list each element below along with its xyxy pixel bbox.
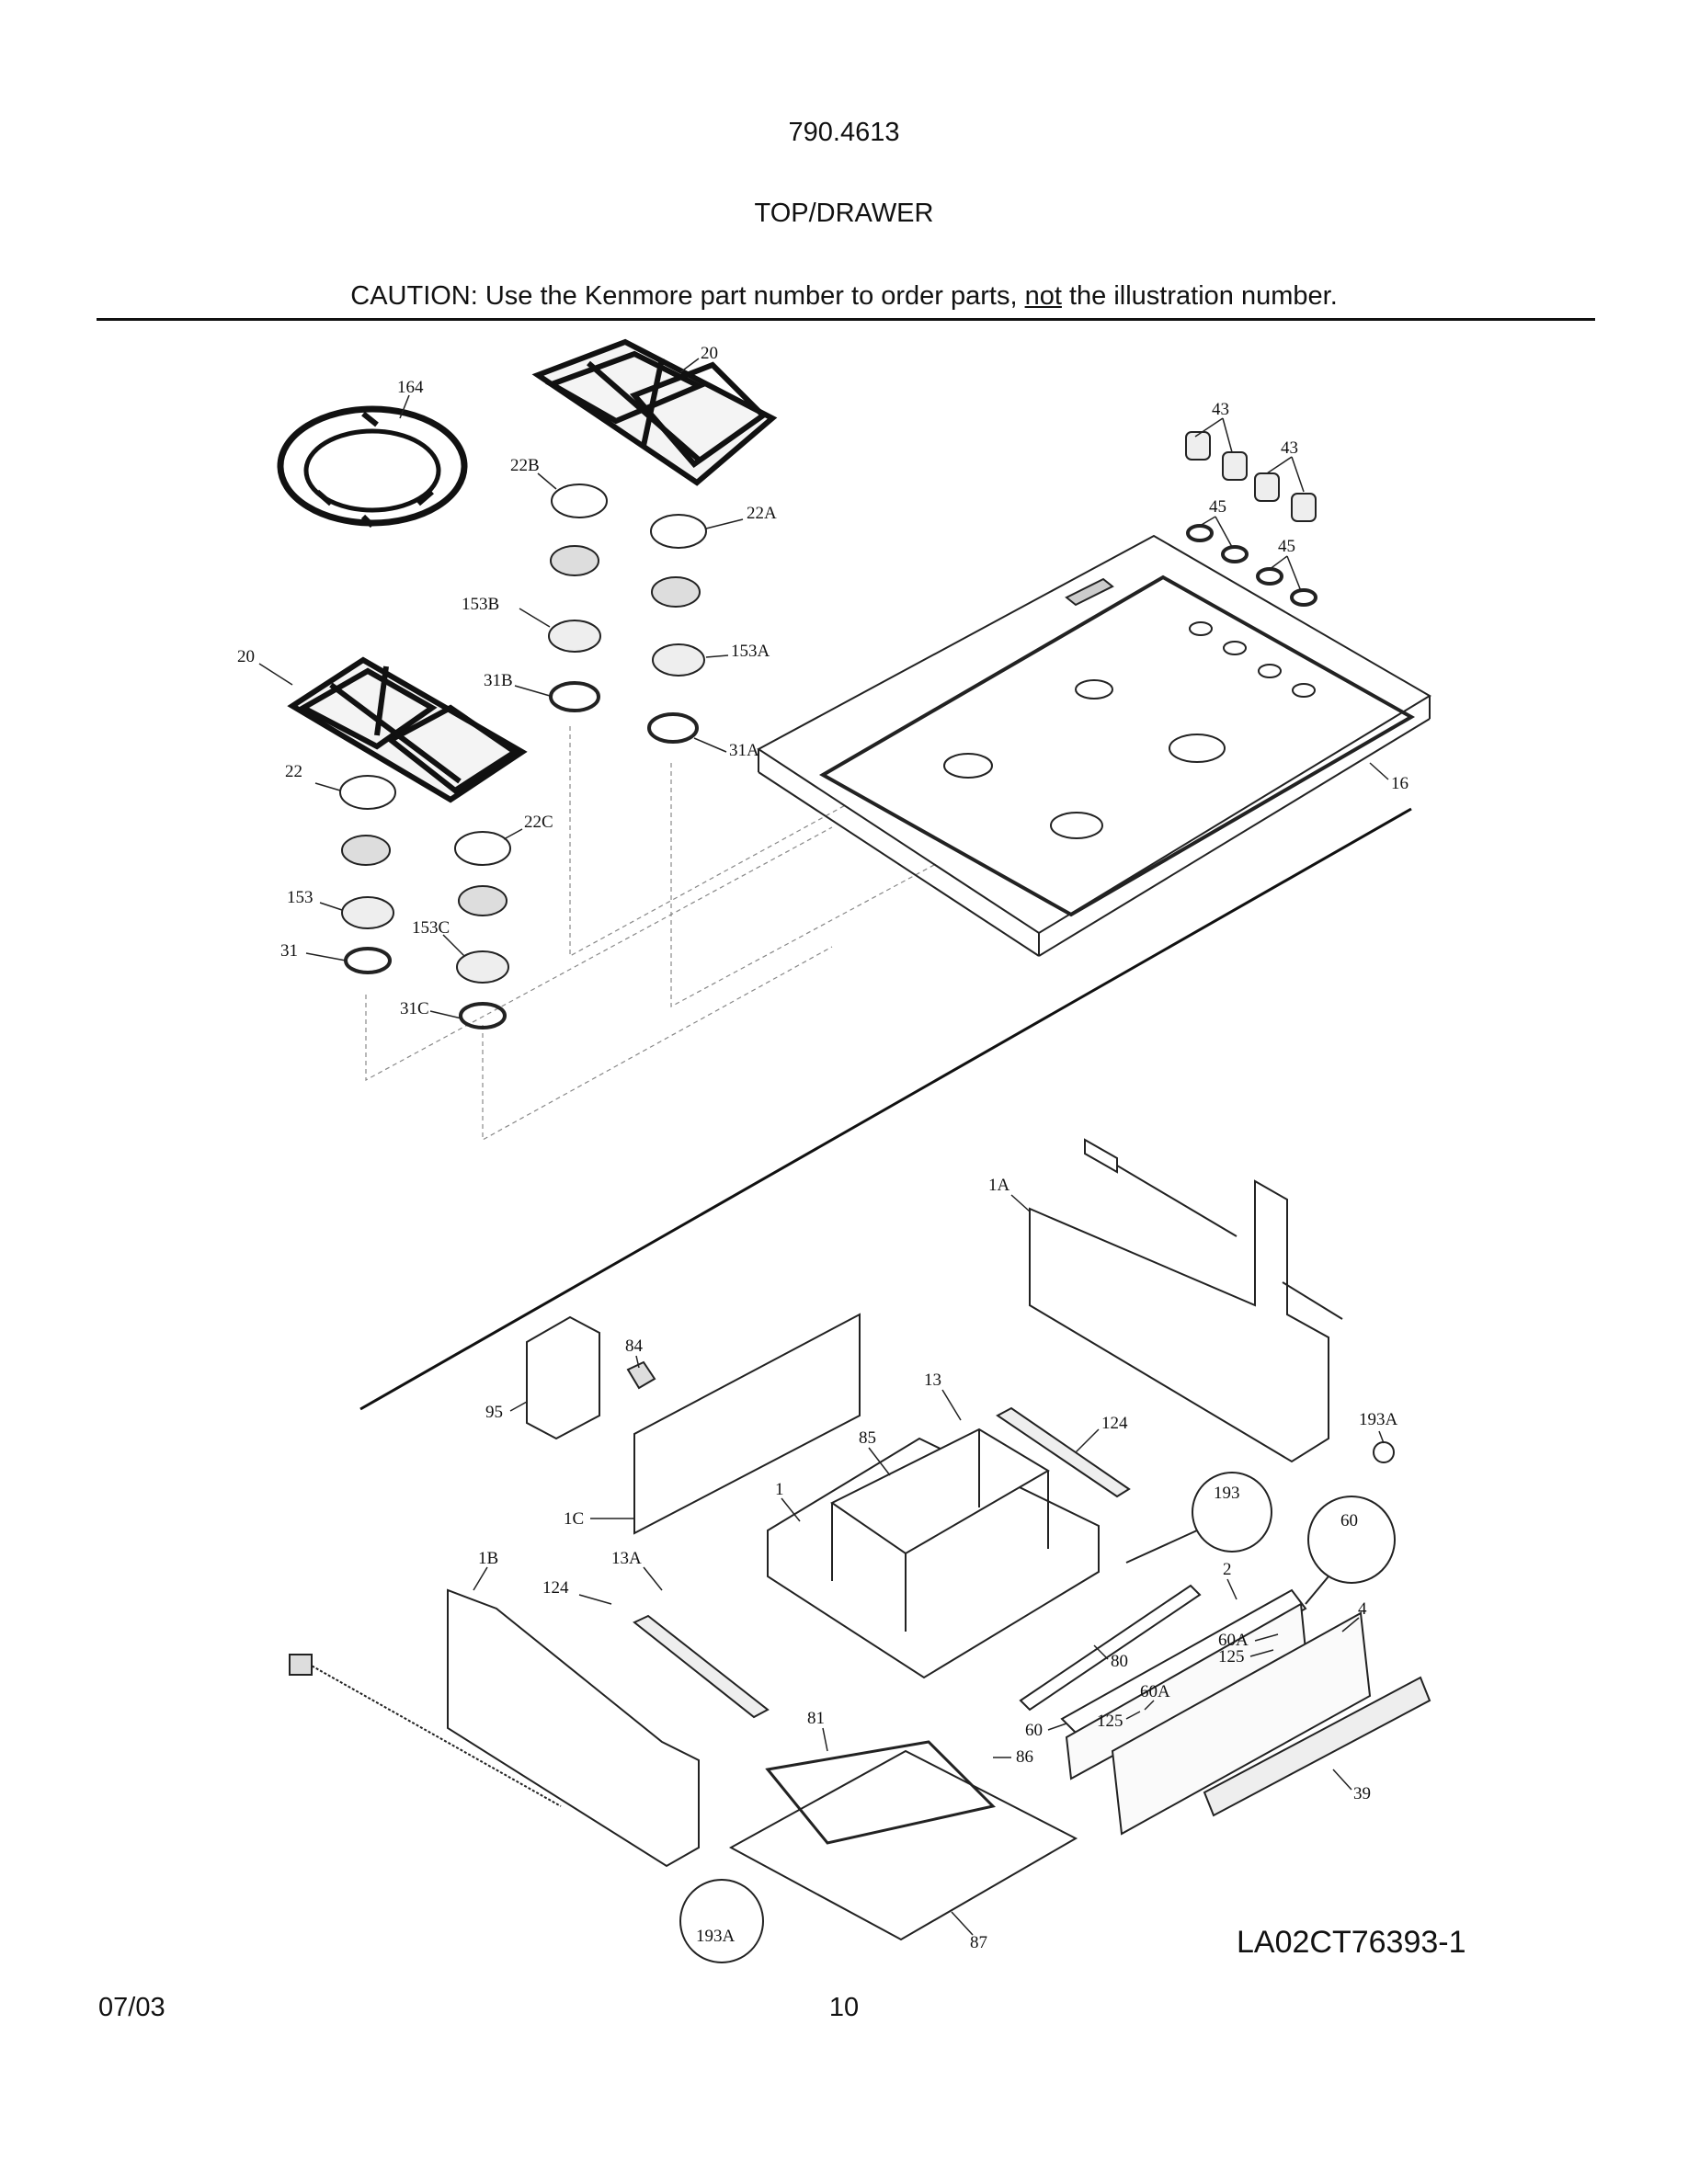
callout-153B: 153B	[462, 595, 499, 614]
burner-grate-20-left	[287, 656, 528, 803]
burner-grate-20-top	[531, 338, 778, 486]
callout-22C: 22C	[524, 813, 553, 832]
callout-84: 84	[625, 1337, 644, 1356]
caution-note: CAUTION: Use the Kenmore part number to …	[0, 281, 1688, 312]
heat-shield-87	[728, 1740, 1078, 1941]
control-knobs-43	[1185, 431, 1317, 522]
callout-193A-lower: 193A	[696, 1927, 736, 1946]
callout-193: 193	[1214, 1484, 1240, 1503]
callout-45-right: 45	[1278, 537, 1295, 556]
callout-60-circle: 60	[1340, 1511, 1358, 1530]
callout-124-lower: 124	[542, 1578, 569, 1598]
side-panel-1C	[633, 1313, 861, 1535]
callout-22A: 22A	[747, 504, 777, 523]
side-panel-1B	[289, 1588, 700, 1868]
module-84	[626, 1360, 656, 1390]
callout-153C: 153C	[412, 918, 450, 938]
callout-43-left: 43	[1212, 400, 1229, 419]
callout-1: 1	[775, 1480, 784, 1499]
callout-31A: 31A	[729, 741, 759, 760]
callout-31C: 31C	[400, 999, 429, 1018]
caution-emphasis: not	[1024, 281, 1062, 311]
callout-labels: 164 20 22B 22A 153B 153A 31B 31A 20 22 2…	[237, 344, 1409, 1952]
callout-164: 164	[397, 378, 424, 397]
callout-22B: 22B	[510, 456, 540, 475]
caution-text: CAUTION: Use the Kenmore part number to …	[350, 281, 1025, 311]
back-panel-1A	[1029, 1138, 1343, 1463]
callout-95: 95	[485, 1403, 503, 1422]
section-divider-line	[359, 807, 1412, 1411]
callout-39: 39	[1353, 1784, 1371, 1803]
callout-124-upper: 124	[1101, 1414, 1128, 1433]
callout-22: 22	[285, 762, 302, 781]
box-95	[526, 1315, 600, 1440]
section-title: TOP/DRAWER	[754, 199, 934, 228]
burner-parts-top	[339, 483, 707, 1029]
callout-45-left: 45	[1209, 497, 1226, 517]
drawer-slides	[633, 1406, 1131, 1719]
callout-86: 86	[1016, 1747, 1033, 1767]
callout-2: 2	[1223, 1560, 1232, 1579]
callout-60-lower: 60	[1025, 1721, 1043, 1740]
exploded-parts-diagram: 164 20 22B 22A 153B 153A 31B 31A 20 22 2…	[237, 338, 1431, 1963]
cooktop-16	[757, 534, 1431, 957]
callout-31: 31	[280, 941, 298, 961]
callout-13: 13	[924, 1371, 941, 1390]
drawer-front-assembly	[1019, 1584, 1431, 1836]
callout-4: 4	[1358, 1599, 1367, 1619]
callout-80: 80	[1111, 1652, 1128, 1671]
callout-1C: 1C	[564, 1509, 584, 1529]
callout-87: 87	[970, 1933, 987, 1952]
caution-text-end: the illustration number.	[1061, 281, 1338, 311]
callout-20-left: 20	[237, 647, 255, 666]
page-number: 10	[828, 1993, 860, 2022]
detail-circles	[679, 1441, 1396, 1963]
header-rule	[97, 318, 1595, 321]
callout-85: 85	[859, 1428, 876, 1448]
figure-id: LA02CT76393-1	[1237, 1925, 1466, 1960]
callout-43-right: 43	[1281, 438, 1298, 458]
callout-1A: 1A	[988, 1176, 1010, 1195]
wok-ring-164	[277, 405, 468, 529]
model-number: 790.4613	[788, 118, 900, 147]
callout-13A: 13A	[611, 1549, 642, 1568]
callout-153A: 153A	[731, 642, 770, 661]
callout-1B: 1B	[478, 1549, 498, 1568]
callout-16: 16	[1391, 774, 1409, 793]
revision-date: 07/03	[98, 1993, 165, 2022]
callout-193A-upper: 193A	[1359, 1410, 1398, 1429]
callout-81: 81	[807, 1709, 825, 1728]
callout-125-upper: 125	[1218, 1647, 1245, 1666]
callout-125-lower: 125	[1097, 1712, 1123, 1731]
callout-60A-upper: 60A	[1218, 1631, 1249, 1650]
callout-153: 153	[287, 888, 314, 907]
callout-60A-lower: 60A	[1140, 1682, 1170, 1701]
top-assembly-lines	[365, 570, 1095, 1142]
callout-20-top: 20	[701, 344, 718, 363]
drawer-body-1	[767, 1428, 1100, 1679]
callout-31B: 31B	[484, 671, 513, 690]
